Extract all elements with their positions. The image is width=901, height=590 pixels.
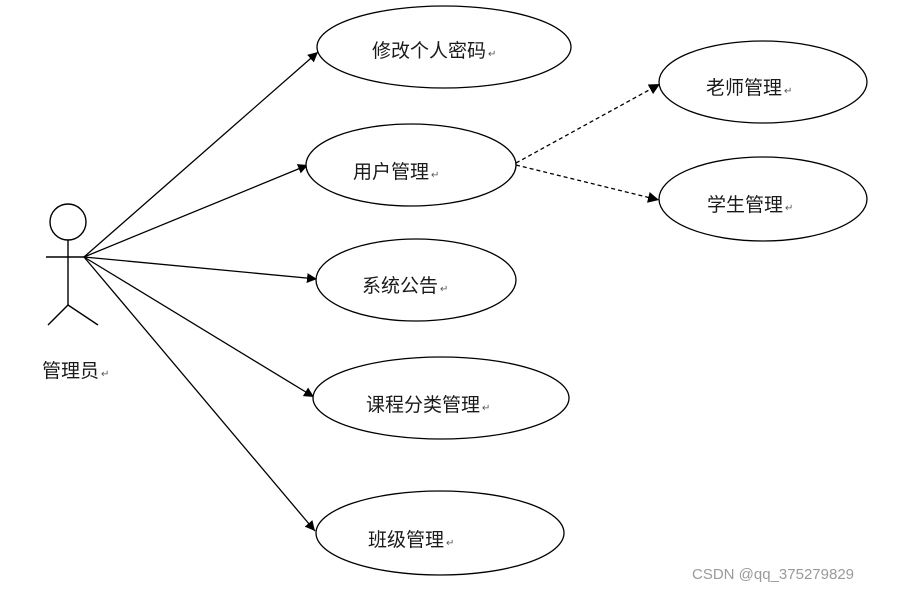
use-case-label: 学生管理↵ <box>707 194 793 216</box>
use-case-shape <box>658 156 868 242</box>
associations <box>83 51 319 532</box>
actor-left-leg <box>47 304 69 326</box>
relation-student-management <box>515 164 660 203</box>
include-relations <box>515 83 661 203</box>
association-system-notice <box>83 256 318 284</box>
use-case-label: 用户管理↵ <box>353 161 439 183</box>
use-case-shape <box>312 356 570 440</box>
association-user-management <box>83 164 309 258</box>
use-case-system-notice: 系统公告↵ <box>315 238 517 322</box>
watermark-text: CSDN @qq_375279829 <box>692 566 854 583</box>
actor-head <box>49 203 87 241</box>
use-case-teacher-management: 老师管理↵ <box>658 40 868 124</box>
association-change-password <box>83 51 319 258</box>
actor-label: 管理员↵ <box>42 360 109 382</box>
use-case-shape <box>316 5 572 89</box>
use-case-student-management: 学生管理↵ <box>658 156 868 242</box>
actor-admin: 管理员↵ <box>42 203 109 382</box>
use-case-class-management: 班级管理↵ <box>315 490 565 576</box>
use-case-label: 班级管理↵ <box>368 529 454 551</box>
use-case-label: 课程分类管理↵ <box>366 394 490 416</box>
use-case-shape <box>315 238 517 322</box>
use-case-change-password: 修改个人密码↵ <box>316 5 572 89</box>
use-case-label: 修改个人密码↵ <box>372 40 496 62</box>
use-case-shape <box>315 490 565 576</box>
actor-right-leg <box>67 304 99 326</box>
use-case-course-category-management: 课程分类管理↵ <box>312 356 570 440</box>
association-course-category-management <box>83 256 315 398</box>
use-case-label: 老师管理↵ <box>706 77 792 99</box>
use-case-user-management: 用户管理↵ <box>305 123 517 207</box>
use-case-label: 系统公告↵ <box>362 275 448 297</box>
use-case-shape <box>658 40 868 124</box>
association-class-management <box>83 256 316 532</box>
relation-teacher-management <box>515 83 661 164</box>
use-case-shape <box>305 123 517 207</box>
